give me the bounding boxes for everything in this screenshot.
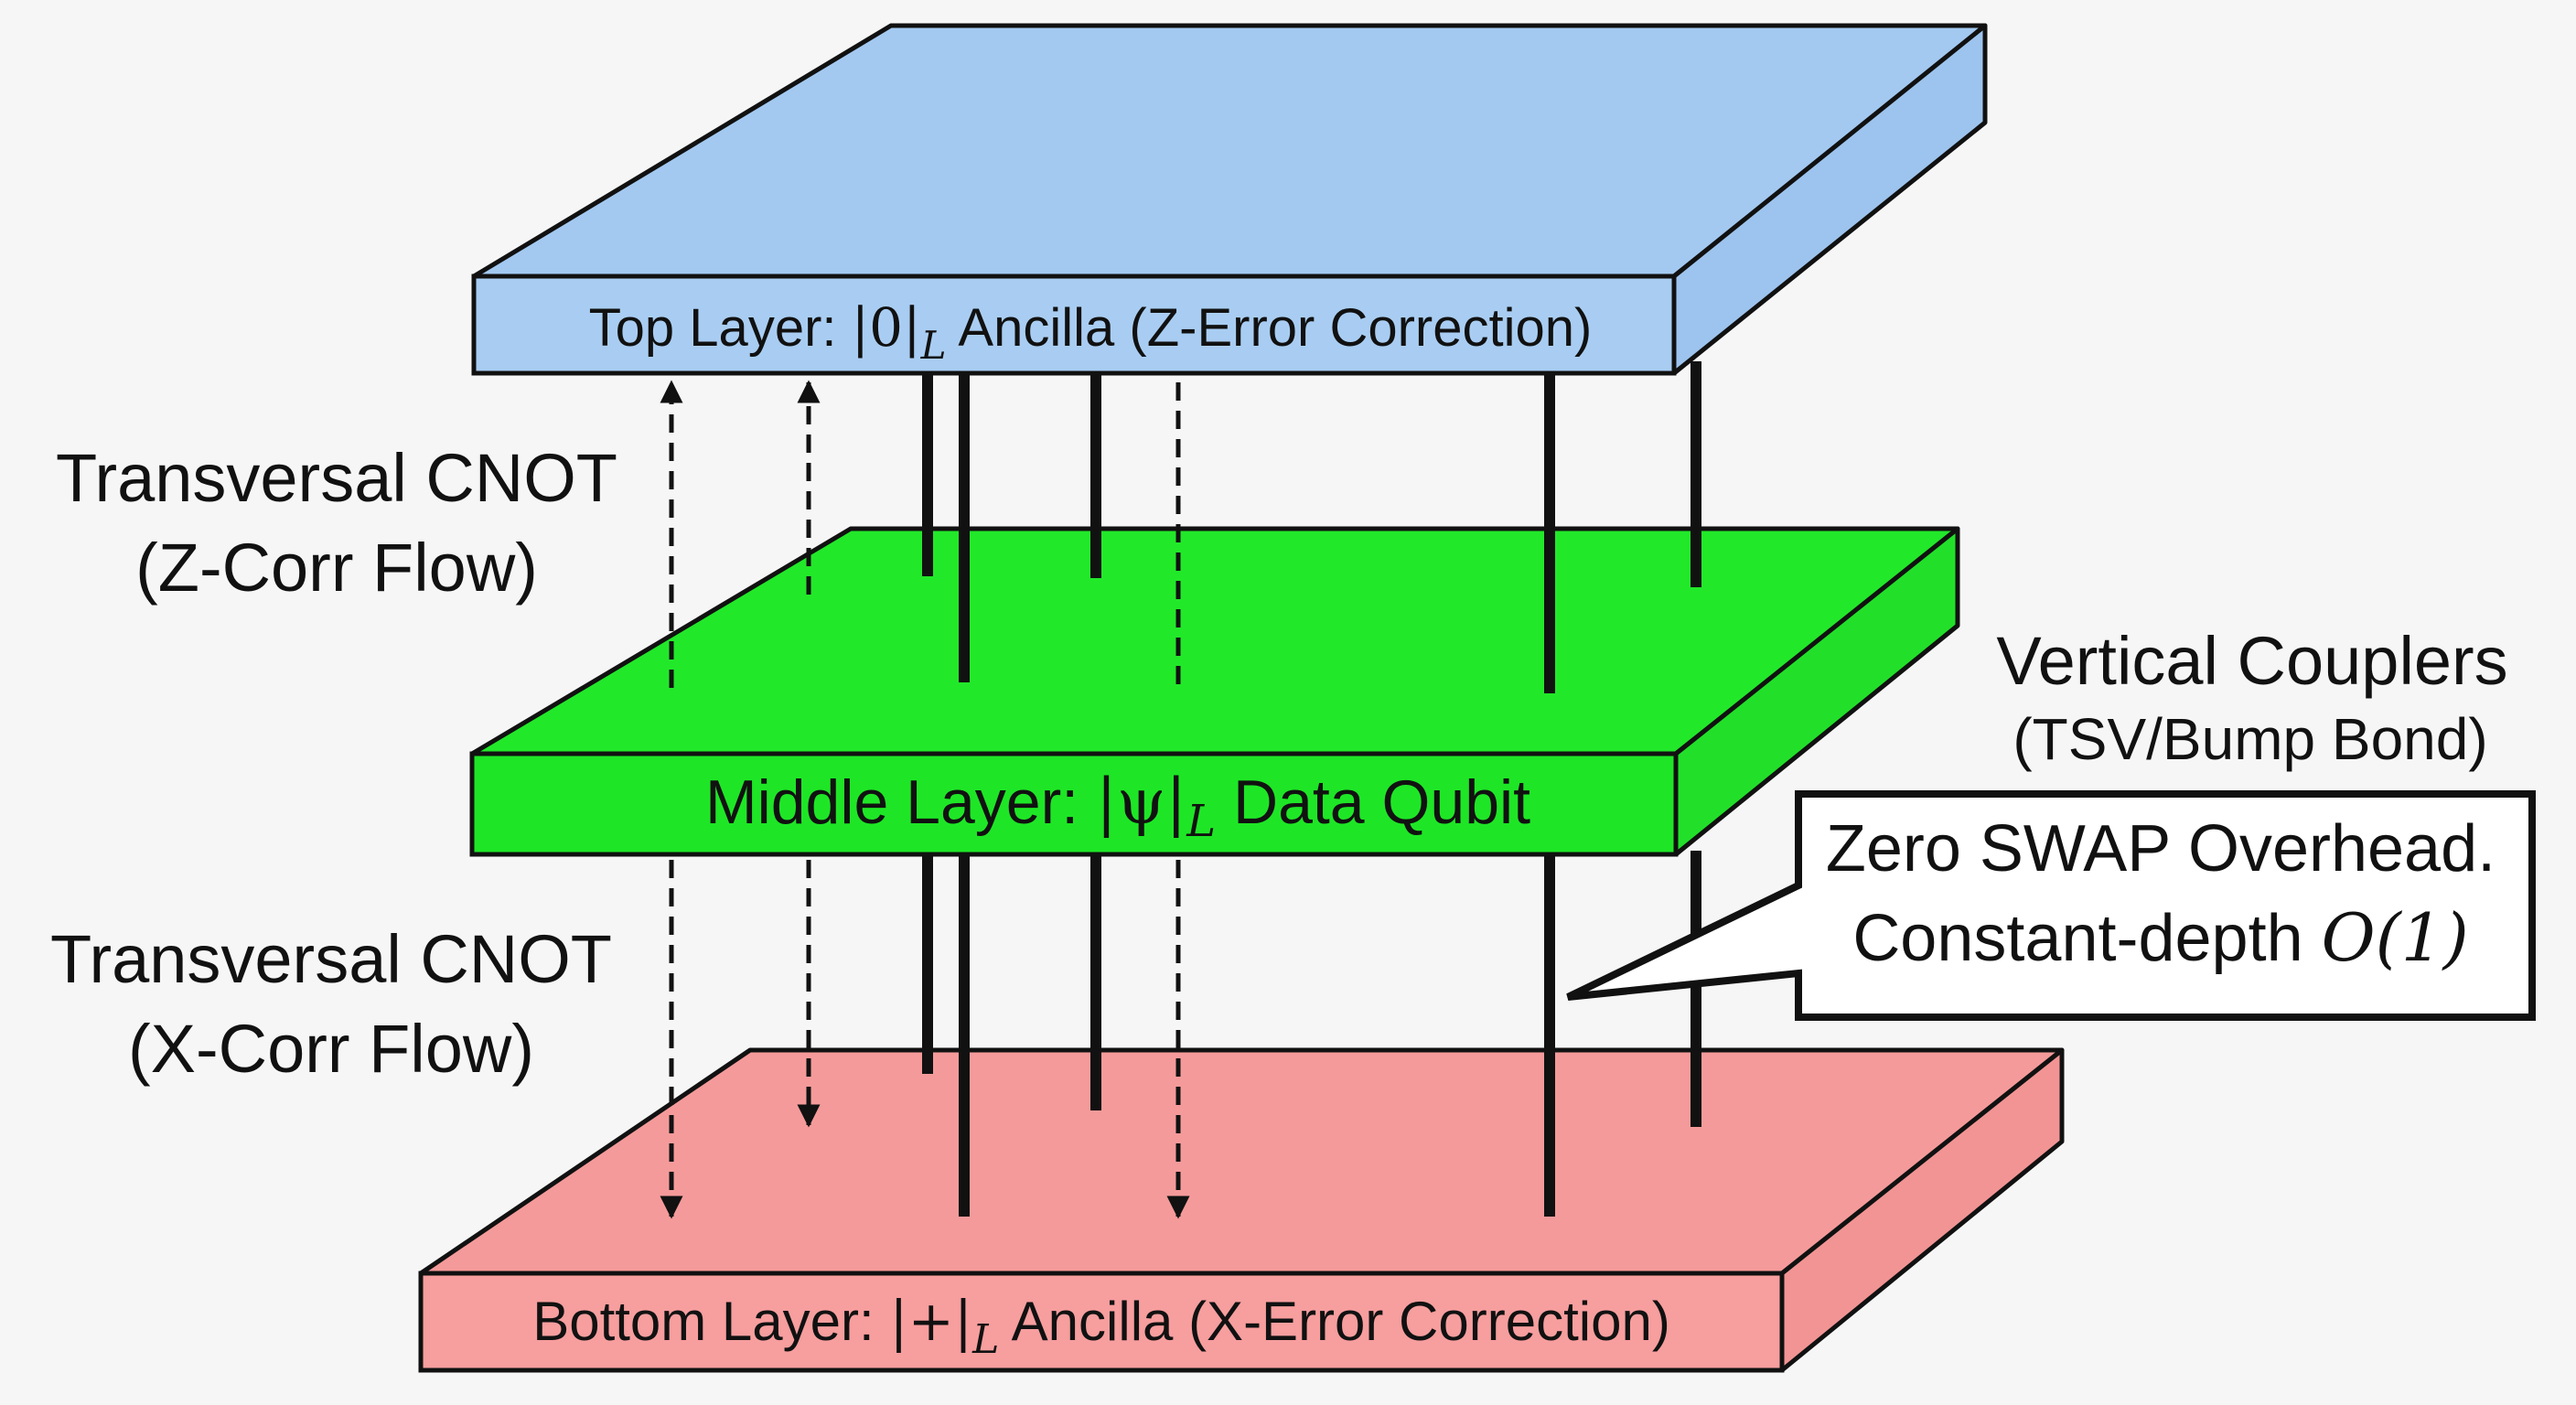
callout-line2: Constant-depth O(1) [1852,899,2468,976]
z-flow-label: Transversal CNOT (Z-Corr Flow) [56,440,617,606]
lower-couplers [922,851,1701,1217]
z-corr-flow-arrows [660,380,1181,688]
callout-line1: Zero SWAP Overhead. [1826,812,2496,885]
z-flow-label-line2: (Z-Corr Flow) [135,530,538,606]
top-layer-front-face [471,273,1677,376]
x-flow-label: Transversal CNOT (X-Corr Flow) [50,921,612,1087]
bottom-layer-label: Bottom Layer: |+|L Ancilla (X-Error Corr… [532,1290,1670,1363]
middle-layer-label: Middle Layer: |ψ|L Data Qubit [705,767,1530,847]
top-layer: Top Layer: |0|L Ancilla (Z-Error Correct… [471,23,1988,376]
callout: Zero SWAP Overhead. Constant-depth O(1) [1566,790,2536,1021]
x-flow-label-line1: Transversal CNOT [50,921,612,997]
couplers-label: Vertical Couplers (TSV/Bump Bond) [1996,623,2507,772]
couplers-label-line1: Vertical Couplers [1996,623,2507,699]
x-flow-label-line2: (X-Corr Flow) [128,1011,534,1087]
bottom-layer-front-face [418,1271,1785,1373]
middle-layer: Middle Layer: |ψ|L Data Qubit [469,526,1960,857]
z-flow-label-line1: Transversal CNOT [56,440,617,516]
bottom-layer-top-face [418,1047,2065,1276]
couplers-label-line2: (TSV/Bump Bond) [2012,706,2487,772]
bottom-layer: Bottom Layer: |+|L Ancilla (X-Error Corr… [418,1047,2065,1373]
upper-couplers [922,361,1701,693]
middle-layer-front-face [469,751,1679,857]
x-corr-flow-arrows [660,860,1190,1219]
top-layer-label: Top Layer: |0|L Ancilla (Z-Error Correct… [589,296,1593,368]
callout-bubble [1566,790,2536,1021]
